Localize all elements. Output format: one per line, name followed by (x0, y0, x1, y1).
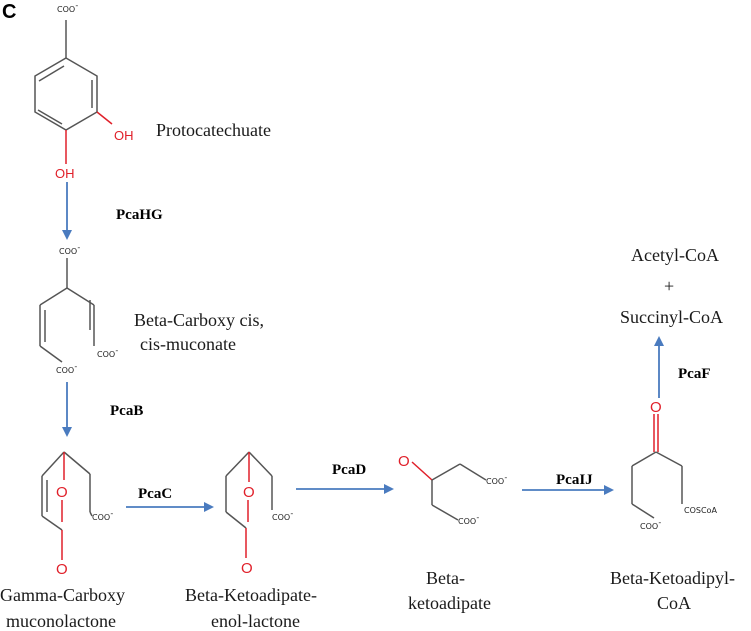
protocatechuate-structure: COO- OH OH (34, 1, 134, 181)
plus-sign: + (664, 276, 674, 296)
beta-ketoadipyl-coa-label-line2: CoA (657, 593, 691, 613)
svg-text:COO-: COO- (458, 513, 479, 526)
beta-carboxy-label-line2: cis-muconate (140, 334, 236, 354)
enol-lactone-label-line2: enol-lactone (211, 611, 300, 631)
svg-text:O: O (56, 561, 68, 578)
panel-label: C (2, 1, 16, 23)
svg-text:COO-: COO- (92, 509, 113, 522)
succinyl-coa-label: Succinyl-CoA (620, 307, 723, 327)
beta-ketoadipate-structure: O COO- COO- (398, 453, 507, 526)
pcahg-label: PcaHG (116, 207, 163, 223)
beta-ketoadipate-label-line2: ketoadipate (408, 593, 491, 613)
svg-text:COO-: COO- (272, 509, 293, 522)
svg-text:COO-: COO- (486, 473, 507, 486)
gamma-carboxy-label-line2: muconolactone (6, 611, 116, 631)
svg-text:O: O (398, 453, 410, 470)
svg-text:COO-: COO- (56, 362, 77, 375)
svg-text:COO-: COO- (57, 1, 78, 14)
enol-lactone-label-line1: Beta-Ketoadipate- (185, 585, 317, 605)
gamma-carboxy-muconolactone-structure: O O COO- (41, 451, 113, 578)
pcab-label: PcaB (110, 403, 143, 419)
beta-carboxy-label-line1: Beta-Carboxy cis, (134, 310, 264, 330)
svg-text:COO-: COO- (59, 243, 80, 256)
beta-ketoadipate-label-line1: Beta- (426, 568, 465, 588)
svg-text:O: O (56, 484, 68, 501)
beta-carboxy-muconate-structure: COO- COO- COO- (39, 243, 118, 375)
svg-text:O: O (241, 560, 253, 577)
svg-text:O: O (650, 399, 662, 416)
gamma-carboxy-label-line1: Gamma-Carboxy (0, 585, 125, 605)
svg-text:COO-: COO- (97, 346, 118, 359)
beta-ketoadipyl-coa-label-line1: Beta-Ketoadipyl- (610, 568, 735, 588)
protocatechuate-label: Protocatechuate (156, 120, 271, 140)
svg-text:OH: OH (55, 166, 75, 181)
pcaf-label: PcaF (678, 366, 710, 382)
pcaij-label: PcaIJ (556, 472, 593, 488)
enol-lactone-structure: O O COO- (225, 451, 293, 577)
svg-text:O: O (243, 484, 255, 501)
pcac-label: PcaC (138, 486, 172, 502)
svg-text:COO-: COO- (640, 518, 661, 531)
beta-ketoadipyl-coa-structure: O COSCoA COO- (631, 399, 717, 531)
pcad-label: PcaD (332, 462, 366, 478)
svg-text:COSCoA: COSCoA (684, 506, 717, 515)
acetyl-coa-label: Acetyl-CoA (631, 245, 719, 265)
svg-text:OH: OH (114, 128, 134, 143)
